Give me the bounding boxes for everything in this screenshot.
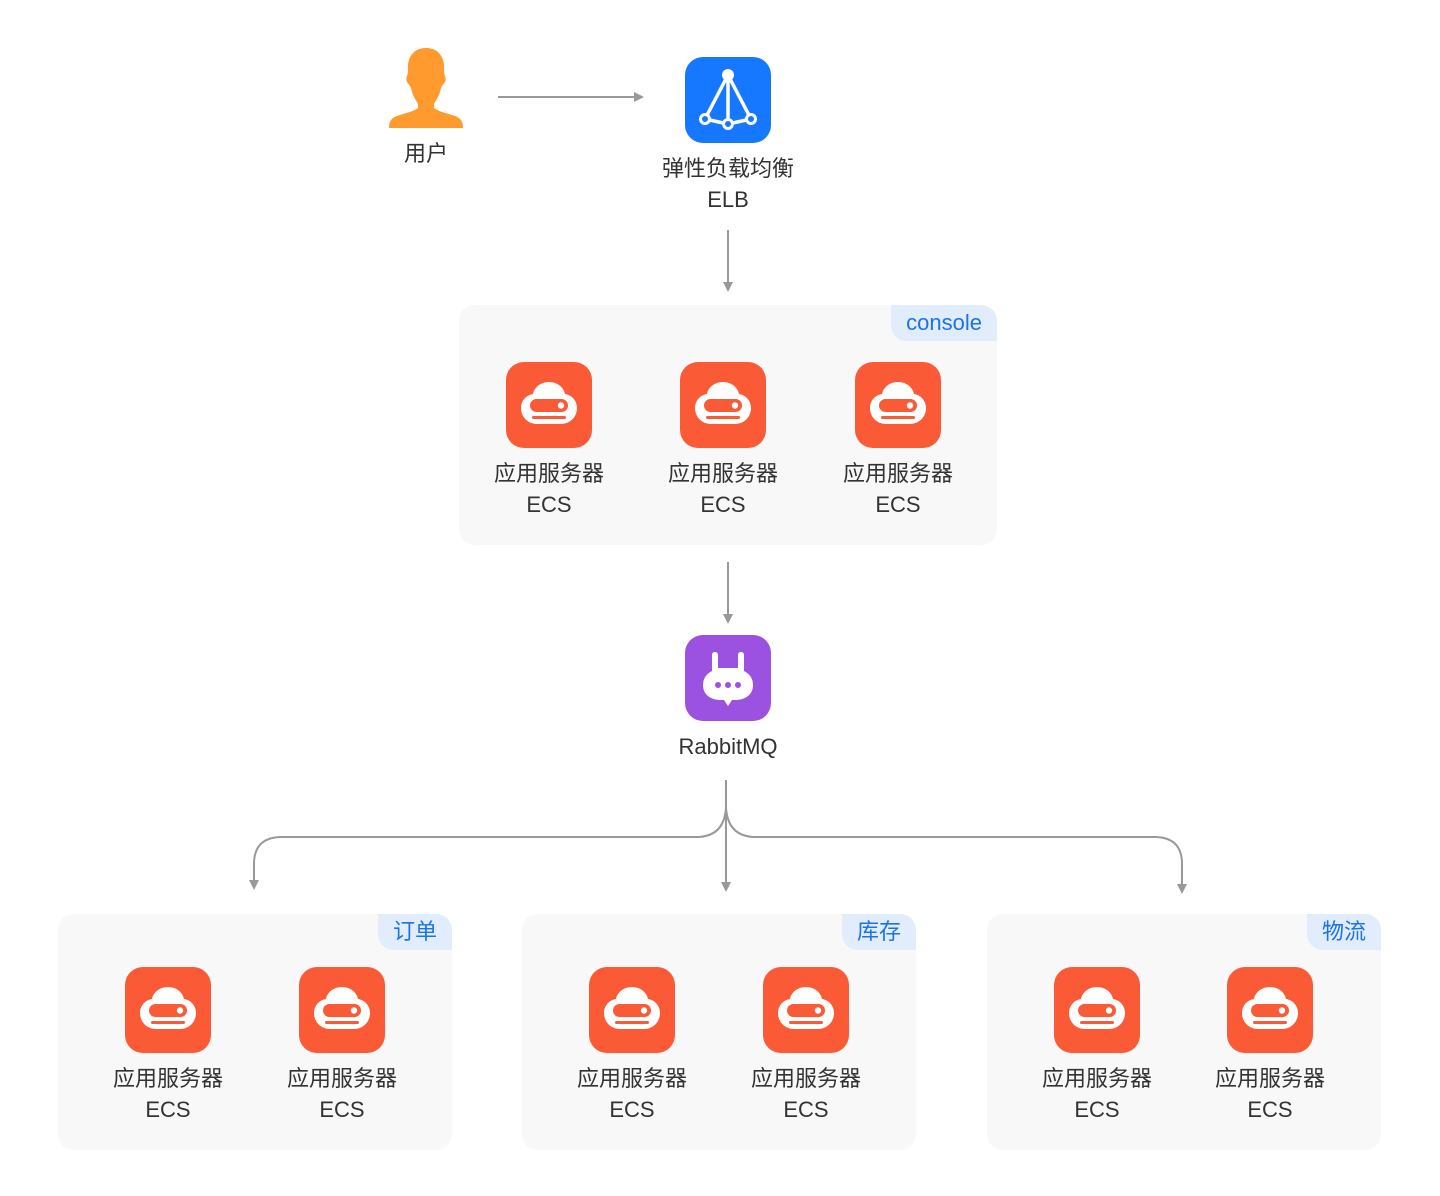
ecs-code: ECS [875, 492, 921, 517]
ecs-code: ECS [1074, 1097, 1120, 1122]
rabbitmq-icon [685, 635, 771, 721]
ecs-name: 应用服务器 [286, 1066, 397, 1091]
ecs-code: ECS [319, 1097, 365, 1122]
ecs-node[interactable]: 应用服务器 ECS [1190, 967, 1350, 1125]
ecs-node[interactable]: 应用服务器 ECS [1017, 967, 1177, 1125]
elb-name: 弹性负载均衡 [661, 156, 794, 181]
ecs-code: ECS [526, 492, 572, 517]
cloud-server-icon [125, 967, 211, 1053]
ecs-node[interactable]: 应用服务器 ECS [262, 967, 422, 1125]
ecs-label: 应用服务器 ECS [726, 1063, 886, 1125]
cloud-server-icon [506, 362, 592, 448]
ecs-label: 应用服务器 ECS [469, 458, 629, 520]
ecs-node[interactable]: 应用服务器 ECS [469, 362, 629, 520]
user-label: 用户 [403, 141, 448, 166]
ecs-node[interactable]: 应用服务器 ECS [643, 362, 803, 520]
arrowhead-console [723, 282, 733, 292]
user-icon [383, 46, 469, 130]
ecs-node[interactable]: 应用服务器 ECS [818, 362, 978, 520]
ecs-code: ECS [1247, 1097, 1293, 1122]
arrowhead-logistics [1177, 884, 1187, 894]
ecs-node[interactable]: 应用服务器 ECS [726, 967, 886, 1125]
ecs-name: 应用服务器 [493, 461, 604, 486]
cloud-server-icon [855, 362, 941, 448]
ecs-name: 应用服务器 [1214, 1066, 1325, 1091]
edge-rabbitmq-logistics [725, 807, 1183, 884]
ecs-name: 应用服务器 [750, 1066, 861, 1091]
ecs-name: 应用服务器 [1041, 1066, 1152, 1091]
ecs-name: 应用服务器 [112, 1066, 223, 1091]
ecs-name: 应用服务器 [576, 1066, 687, 1091]
ecs-label: 应用服务器 ECS [262, 1063, 422, 1125]
group-tag-console: console [891, 305, 997, 341]
ecs-code: ECS [700, 492, 746, 517]
arrowhead-order [249, 880, 259, 890]
ecs-code: ECS [783, 1097, 829, 1122]
user-node[interactable]: 用户 [346, 46, 506, 169]
ecs-label: 应用服务器 ECS [1017, 1063, 1177, 1125]
ecs-label: 应用服务器 ECS [88, 1063, 248, 1125]
rabbitmq-label: RabbitMQ [678, 734, 778, 759]
load-balancer-icon [685, 57, 771, 143]
cloud-server-icon [299, 967, 385, 1053]
ecs-label: 应用服务器 ECS [818, 458, 978, 520]
elb-node[interactable]: 弹性负载均衡 ELB [648, 57, 808, 215]
group-order: 订单 [58, 914, 452, 1150]
group-tag-inventory: 库存 [841, 914, 916, 950]
ecs-label: 应用服务器 ECS [643, 458, 803, 520]
rabbitmq-node[interactable]: RabbitMQ [648, 635, 808, 762]
group-tag-order: 订单 [377, 914, 452, 950]
ecs-name: 应用服务器 [842, 461, 953, 486]
elb-label: 弹性负载均衡 ELB [648, 153, 808, 215]
cloud-server-icon [1227, 967, 1313, 1053]
ecs-label: 应用服务器 ECS [1190, 1063, 1350, 1125]
cloud-server-icon [763, 967, 849, 1053]
cloud-server-icon [1054, 967, 1140, 1053]
group-logistics: 物流 [987, 914, 1381, 1150]
elb-code: ELB [707, 187, 749, 212]
ecs-code: ECS [145, 1097, 191, 1122]
cloud-server-icon [680, 362, 766, 448]
ecs-node[interactable]: 应用服务器 ECS [552, 967, 712, 1125]
group-tag-logistics: 物流 [1306, 914, 1381, 950]
arrowhead-rabbitmq [723, 614, 733, 624]
cloud-server-icon [589, 967, 675, 1053]
arrowhead-inventory [721, 882, 731, 892]
ecs-code: ECS [609, 1097, 655, 1122]
edge-rabbitmq-order [253, 807, 727, 882]
ecs-name: 应用服务器 [667, 461, 778, 486]
group-inventory: 库存 [522, 914, 916, 1150]
ecs-node[interactable]: 应用服务器 ECS [88, 967, 248, 1125]
arrowhead-elb [634, 92, 644, 102]
ecs-label: 应用服务器 ECS [552, 1063, 712, 1125]
